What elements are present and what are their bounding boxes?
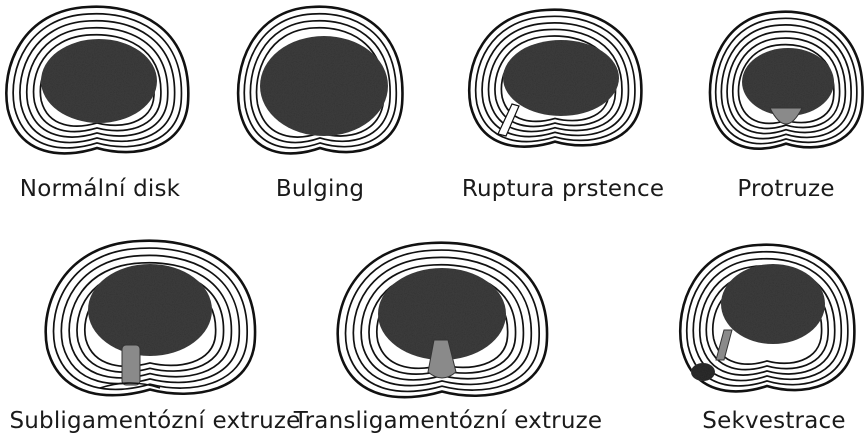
label-annular-rupture: Ruptura prstence: [462, 176, 664, 202]
label-protrusion: Protruze: [737, 176, 834, 202]
nucleus-pulposus: [41, 39, 157, 123]
extruded-fragment: [122, 345, 140, 385]
nucleus-pulposus: [742, 48, 834, 116]
free-fragment: [691, 363, 715, 381]
disc-rupture: [469, 10, 641, 147]
disc-sequestration: [680, 245, 854, 392]
label-bulging: Bulging: [276, 176, 364, 202]
nucleus-pulposus: [721, 264, 825, 344]
disc-transligamentous: [338, 243, 547, 398]
label-normal-disc: Normální disk: [20, 176, 180, 202]
label-transligamentous-extrusion: Transligamentózní extruze: [294, 408, 602, 434]
disc-subligamentous: [46, 241, 255, 396]
disc-protrusion: [710, 12, 863, 149]
label-subligamentous-extrusion: Subligamentózní extruze: [9, 408, 300, 434]
nucleus-pulposus: [503, 40, 619, 116]
disc-bulging: [238, 7, 402, 154]
nucleus-pulposus: [260, 36, 388, 136]
label-sequestration: Sekvestrace: [702, 408, 845, 434]
disc-normal: [6, 7, 188, 154]
nucleus-pulposus: [88, 264, 212, 356]
